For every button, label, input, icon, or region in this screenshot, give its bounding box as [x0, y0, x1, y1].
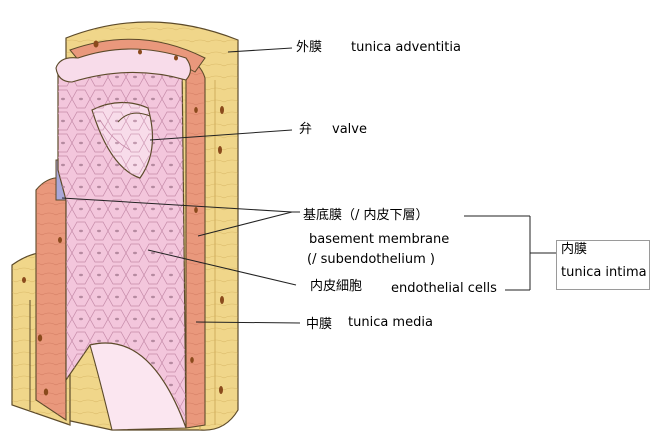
label-endothelial-en: endothelial cells	[391, 281, 497, 296]
leader-basement-a	[61, 197, 293, 213]
leader-basement-b	[197, 211, 293, 237]
label-intima-ja: 内膜	[561, 242, 588, 257]
leader-endothelial	[147, 249, 297, 286]
label-media-en: tunica media	[348, 315, 433, 330]
lumen-opening	[89, 342, 187, 431]
intima-layer	[55, 48, 192, 429]
label-endothelial-ja: 内皮細胞	[310, 279, 363, 294]
valve	[91, 101, 154, 179]
leader-lines	[61, 47, 556, 324]
label-intima-en: tunica intima	[561, 265, 647, 280]
label-basement-ja: 基底膜（/ 内皮下層）	[303, 208, 429, 223]
nuclei	[22, 40, 224, 396]
label-basement-en-2: (/ subendothelium )	[307, 252, 435, 267]
label-valve-en: valve	[332, 122, 367, 137]
label-adventitia-ja: 外膜	[296, 40, 323, 55]
leader-media	[195, 321, 301, 324]
label-basement-en-1: basement membrane	[309, 232, 450, 247]
leader-valve	[149, 129, 293, 141]
label-adventitia-en: tunica adventitia	[351, 40, 461, 55]
label-valve-ja: 弁	[299, 122, 313, 137]
intima-label-box	[556, 240, 650, 290]
label-media-ja: 中膜	[306, 317, 333, 332]
leader-adventitia	[227, 47, 293, 53]
